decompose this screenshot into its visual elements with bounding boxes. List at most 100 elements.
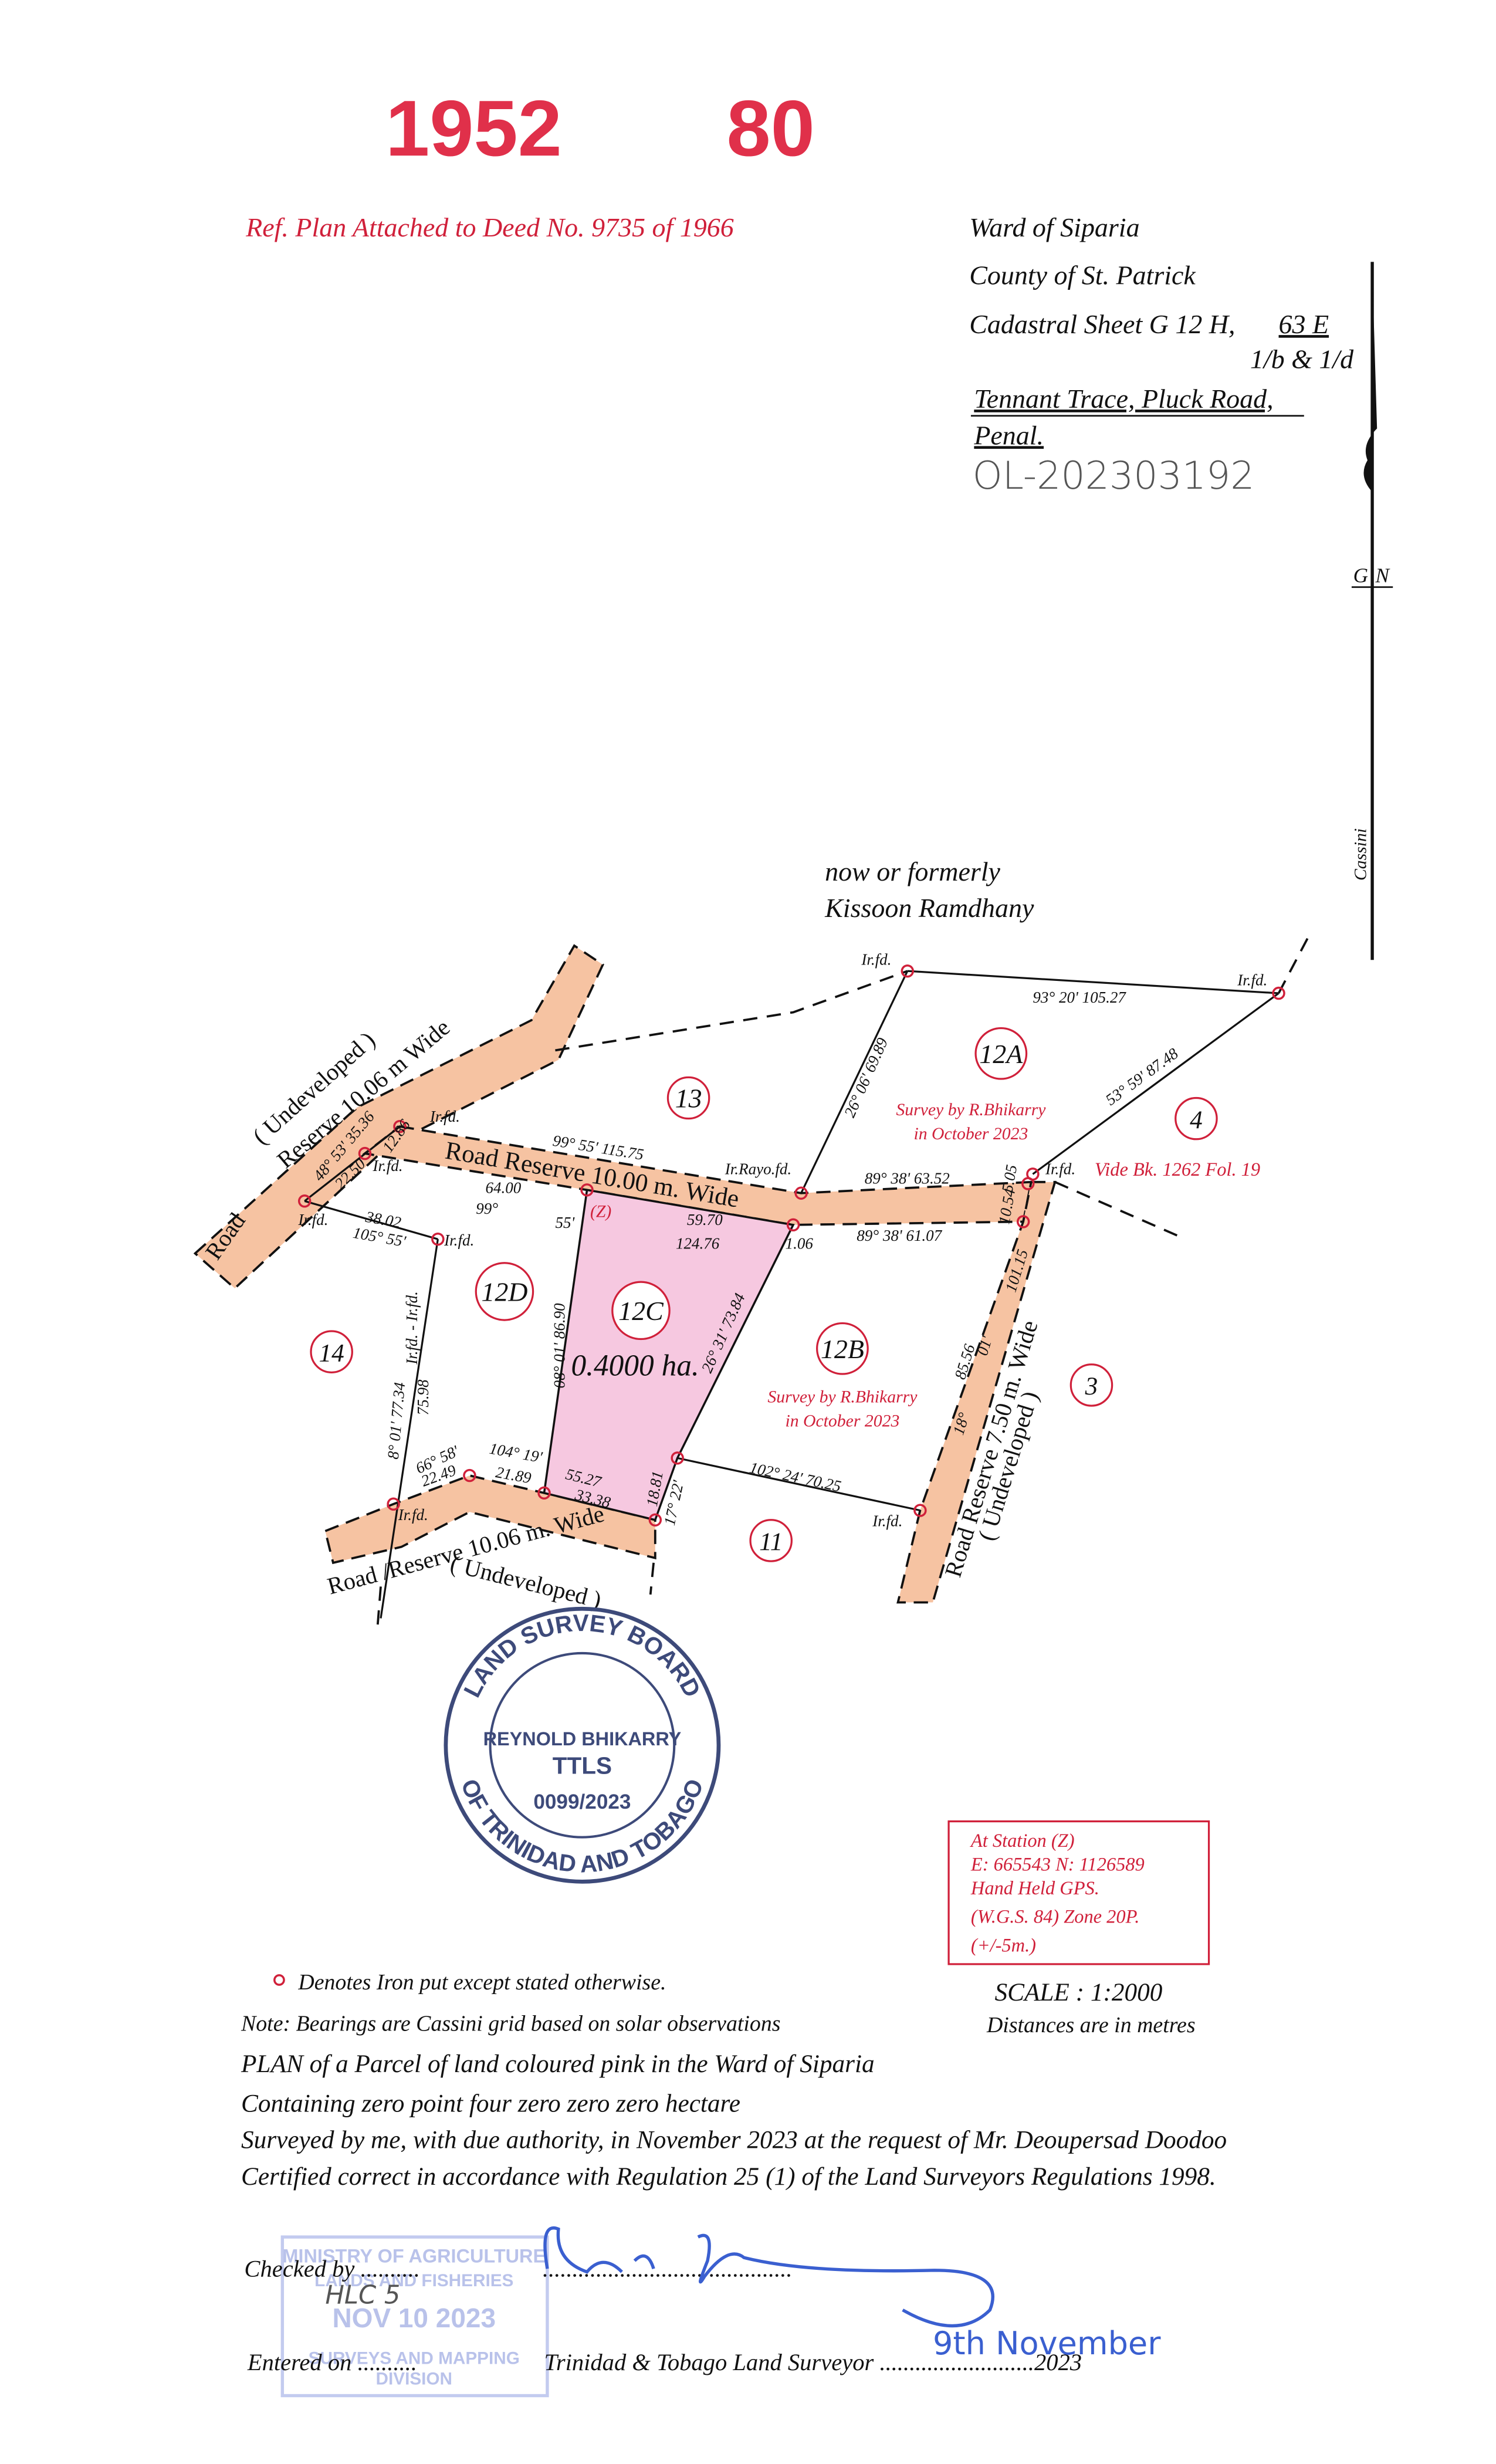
checked-by: Checked by .......... — [244, 2256, 420, 2282]
iron-label: Ir.fd. — [429, 1108, 460, 1125]
ministry-line-3: SURVEYS AND MAPPING — [309, 2348, 520, 2368]
lot-12c: 12C — [618, 1296, 664, 1326]
sheet-sub: 1/b & 1/d — [1250, 344, 1354, 374]
checker-initials: HLC 5 — [325, 2281, 400, 2310]
iron-label: Ir.fd. — [398, 1506, 428, 1524]
lot-14: 14 — [319, 1339, 344, 1367]
survey-note-12a-2: in October 2023 — [913, 1124, 1028, 1143]
units-note: Distances are in metres — [986, 2013, 1196, 2037]
dim: 59.70 — [687, 1211, 723, 1228]
iron-label: Ir.fd. — [872, 1512, 902, 1530]
plan-description-1: PLAN of a Parcel of land coloured pink i… — [241, 2050, 875, 2078]
grid-north-g: G — [1353, 564, 1368, 587]
iron-label: Ir.fd. — [297, 1211, 328, 1228]
iron-pair-label: Ir.fd. - Ir.fd. — [403, 1291, 421, 1365]
ministry-date: NOV 10 2023 — [332, 2303, 496, 2333]
county: County of St. Patrick — [969, 260, 1196, 290]
plan-description-3: Surveyed by me, with due authority, in N… — [241, 2126, 1227, 2154]
plan-description-2: Containing zero point four zero zero zer… — [241, 2089, 740, 2117]
lot-11: 11 — [759, 1528, 783, 1556]
station-line-3: Hand Held GPS. — [970, 1878, 1099, 1899]
dim: 8° 01' 77.34 — [384, 1382, 408, 1460]
sheet-e: 63 E — [1279, 309, 1329, 339]
iron-label: Ir.fd. — [1045, 1160, 1075, 1177]
dim: 26° 06' 69.89 — [841, 1035, 892, 1120]
road-reserve-main — [362, 1125, 1033, 1226]
handwritten-date: 9th November — [933, 2325, 1161, 2362]
scale: SCALE : 1:2000 — [994, 1978, 1162, 2006]
station-z-marker: (Z) — [590, 1201, 611, 1221]
iron-label: Ir.fd. — [861, 950, 891, 968]
dim: 08° 01' 86.90 — [551, 1303, 568, 1388]
station-line-4: (W.G.S. 84) Zone 20P. — [971, 1907, 1139, 1928]
dim: 89° 38' 61.07 — [857, 1227, 942, 1244]
lot-12b: 12B — [821, 1334, 864, 1364]
bearings-note: Note: Bearings are Cassini grid based on… — [241, 2012, 780, 2036]
cassini-label: Cassini — [1351, 828, 1370, 881]
location-line-1: Tennant Trace, Pluck Road, — [974, 384, 1273, 414]
owner-line-2: Kissoon Ramdhany — [824, 893, 1034, 923]
seal-top-text: LAND SURVEY BOARD — [458, 1609, 706, 1701]
station-line-5: (+/-5m.) — [971, 1935, 1036, 1956]
road-reserve-south — [324, 1474, 656, 1565]
ward: Ward of Siparia — [969, 212, 1139, 242]
iron-label: Ir.fd. — [372, 1157, 402, 1175]
lot-12a: 12A — [979, 1039, 1023, 1069]
dim: 55' — [555, 1214, 575, 1231]
lot-13: 13 — [675, 1084, 702, 1113]
legend-note: Denotes Iron put except stated otherwise… — [297, 1970, 666, 1995]
dim: 102° 24' 70.25 — [748, 1458, 842, 1495]
vide-reference: Vide Bk. 1262 Fol. 19 — [1095, 1159, 1260, 1180]
ref-deed: Ref. Plan Attached to Deed No. 9735 of 1… — [245, 212, 734, 242]
iron-legend-icon — [273, 1974, 285, 1986]
ministry-line-2: LANDS AND FISHERIES — [314, 2271, 513, 2290]
road-reserve-nw — [193, 944, 604, 1290]
land-surveyor-line: Trinidad & Tobago Land Surveyor ........… — [544, 2349, 1082, 2375]
iron-label: Ir.fd. — [444, 1231, 474, 1249]
ministry-line-1: MINISTRY OF AGRICULTURE — [282, 2245, 546, 2266]
lot-4: 4 — [1190, 1106, 1203, 1134]
location-block: Ward of Siparia County of St. Patrick Ca… — [969, 212, 1354, 498]
station-line-2: E: 665543 N: 1126589 — [970, 1854, 1145, 1875]
ministry-stamp: MINISTRY OF AGRICULTURE LANDS AND FISHER… — [280, 2235, 549, 2398]
dim: 104° 19' — [488, 1440, 544, 1467]
lot-12d: 12D — [481, 1277, 527, 1307]
surveyor-signature — [543, 2226, 994, 2328]
cadastral-sheet: Cadastral Sheet G 12 H, — [969, 309, 1235, 339]
dim: 99° — [476, 1200, 498, 1217]
north-arrow: G N Cassini — [1351, 262, 1393, 960]
survey-note-12a-1: Survey by R.Bhikarry — [896, 1100, 1046, 1119]
ministry-line-4: DIVISION — [376, 2370, 453, 2389]
owner-line-1: now or formerly — [825, 857, 1000, 886]
dim: 1.06 — [786, 1234, 814, 1252]
lot-3: 3 — [1085, 1372, 1098, 1400]
iron-labels: Ir.fd. Ir.fd. Ir.fd. Ir.fd. Ir.fd. Ir.fd… — [297, 950, 1267, 1529]
location-line-2: Penal. — [973, 420, 1044, 450]
dim: 53° 59' 87.48 — [1102, 1044, 1182, 1109]
file-number: OL-202303192 — [973, 454, 1255, 498]
plan-description-4: Certified correct in accordance with Reg… — [241, 2162, 1216, 2191]
survey-note-12b-1: Survey by R.Bhikarry — [767, 1387, 918, 1407]
station-line-1: At Station (Z) — [970, 1830, 1075, 1852]
parcel-12c — [543, 1189, 795, 1521]
station-box: At Station (Z) E: 665543 N: 1126589 Hand… — [947, 1820, 1210, 1965]
dim: 75.98 — [414, 1379, 432, 1415]
road-south-label-2: ( Undeveloped ) — [448, 1550, 604, 1613]
stamp-number-left: 1952 — [385, 84, 562, 172]
lot-labels: 13 12A 4 12D 12C 12B 14 3 11 — [310, 1027, 1218, 1562]
iron-rayo-label: Ir.Rayo.fd. — [725, 1160, 791, 1177]
entered-on: Entered on .......... — [247, 2349, 417, 2375]
survey-note-12b-2: in October 2023 — [785, 1411, 899, 1430]
stamp-number-right: 80 — [726, 84, 814, 172]
iron-markers — [297, 964, 1285, 1527]
grid-north-n: N — [1375, 564, 1390, 587]
dim: 93° 20' 105.27 — [1033, 989, 1126, 1006]
boundary-lines — [304, 932, 1312, 1627]
seal-name: REYNOLD BHIKARRY — [483, 1728, 682, 1749]
seal-title: TTLS — [553, 1752, 612, 1779]
iron-label: Ir.fd. — [1237, 972, 1267, 989]
seal-number: 0099/2023 — [533, 1791, 631, 1813]
surveyor-seal: LAND SURVEY BOARD OF TRINIDAD AND TOBAGO… — [444, 1606, 721, 1884]
dim: 89° 38' 63.52 — [865, 1170, 950, 1187]
